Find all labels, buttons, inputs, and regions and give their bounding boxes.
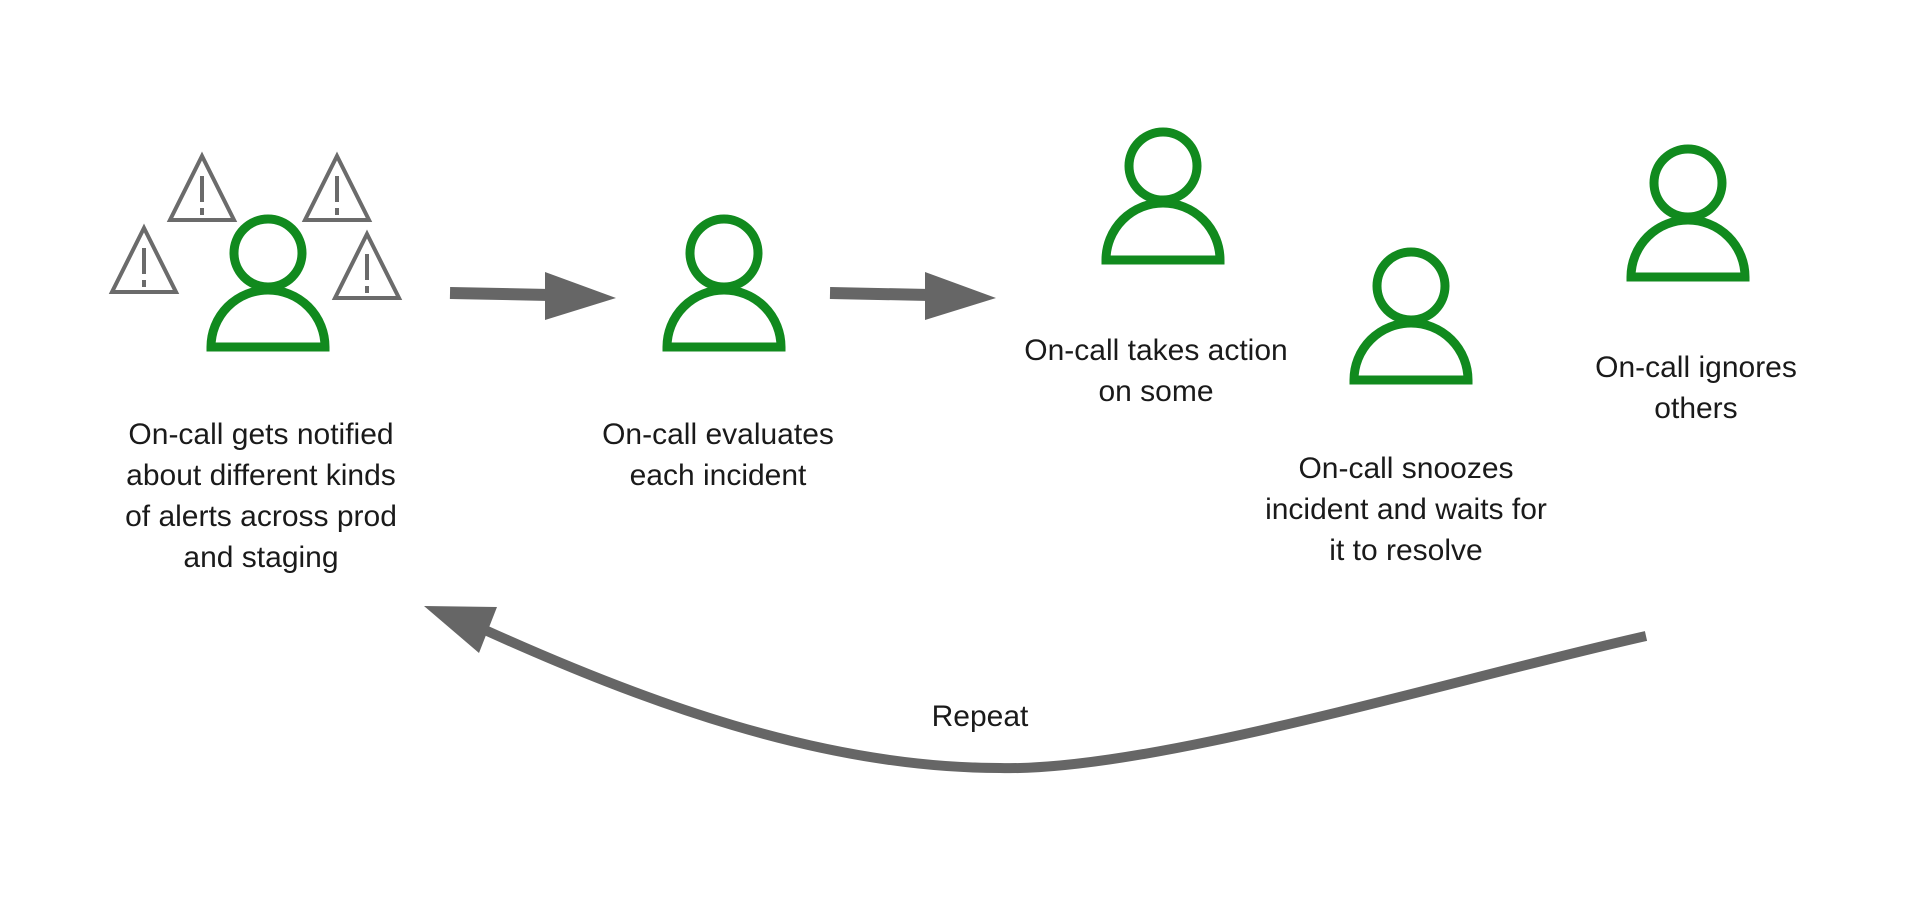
step-caption-notified: On-call gets notified about different ki…	[96, 414, 426, 578]
warning-triangle-icon	[333, 232, 401, 300]
person-icon	[1631, 149, 1745, 277]
person-icon	[211, 219, 325, 347]
caption-line: incident and waits for	[1265, 493, 1547, 526]
caption-line: about different kinds	[126, 459, 396, 492]
flow-arrow	[449, 272, 616, 320]
repeat-label: Repeat	[931, 700, 1029, 733]
caption-line: of alerts across prod	[125, 500, 397, 533]
step-caption-snoozes: On-call snoozes incident and waits for i…	[1236, 448, 1576, 571]
step-caption-evaluates: On-call evaluates each incident	[563, 414, 873, 496]
caption-line: On-call takes action	[1024, 334, 1288, 367]
caption-line: each incident	[629, 459, 807, 492]
person-icon	[1106, 132, 1220, 260]
repeat-loop-arrow	[424, 606, 1648, 774]
caption-line: On-call evaluates	[602, 418, 834, 451]
person-icon	[1354, 252, 1468, 380]
warning-triangle-icon	[110, 226, 178, 294]
step-caption-ignores: On-call ignores others	[1546, 347, 1846, 429]
caption-line: on some	[1098, 375, 1214, 408]
warning-triangle-icon	[168, 154, 236, 222]
caption-line: it to resolve	[1329, 534, 1483, 567]
step-caption-takes-action: On-call takes action on some	[996, 330, 1316, 412]
caption-line: and staging	[183, 541, 339, 574]
caption-line: others	[1654, 392, 1738, 425]
person-icon	[667, 219, 781, 347]
warning-triangle-icon	[303, 154, 371, 222]
flow-arrow	[829, 272, 996, 320]
caption-line: On-call ignores	[1595, 351, 1797, 384]
caption-line: On-call snoozes	[1298, 452, 1514, 485]
caption-line: On-call gets notified	[128, 418, 394, 451]
